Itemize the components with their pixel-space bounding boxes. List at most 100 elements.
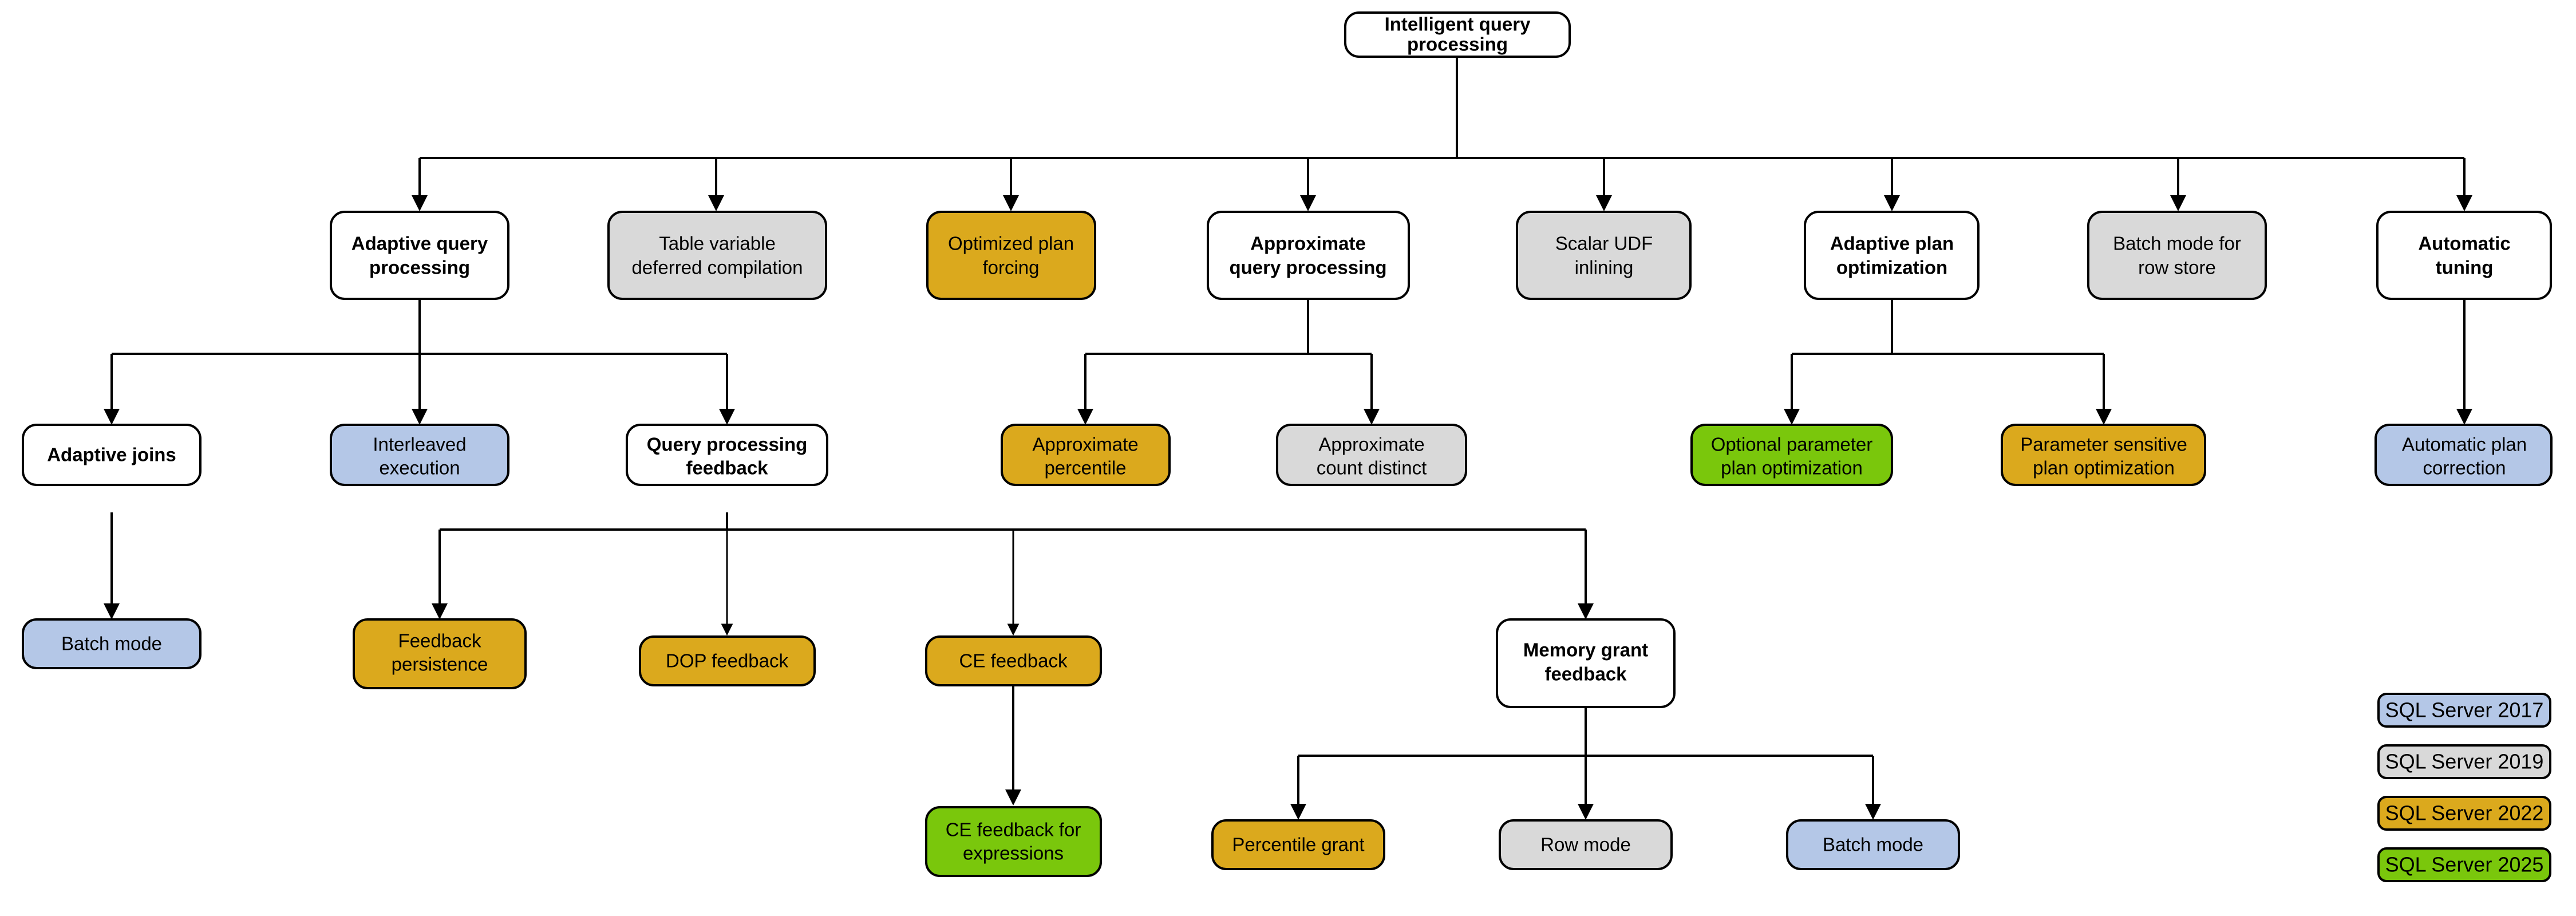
node-shape[interactable] [2376,211,2552,300]
node-shape[interactable] [1344,11,1571,58]
node-shape[interactable] [1207,211,1410,300]
node-label-line1: Adaptive joins [47,444,176,465]
node-label-line2: row store [2138,257,2216,278]
node-shape[interactable] [1690,424,1893,486]
node-label-line1: Interleaved [373,434,466,455]
node-shape[interactable] [1211,819,1385,870]
node-label-line2: processing [369,257,470,278]
node-shape[interactable] [1786,819,1960,870]
node-automatic-tuning[interactable]: Automatic tuning [2376,211,2552,300]
node-dop-feedback[interactable]: DOP feedback [639,635,816,686]
node-optimized-plan-forcing[interactable]: Optimized plan forcing [926,211,1096,300]
node-table-variable-deferred-compilation[interactable]: Table variable deferred compilation [607,211,827,300]
legend-label: SQL Server 2022 [2385,802,2544,825]
connectors-root-to-level1 [412,57,2472,211]
node-approximate-query-processing[interactable]: Approximate query processing [1207,211,1410,300]
node-label-line2: plan optimization [2033,457,2175,479]
node-shape[interactable] [353,618,527,689]
legend-swatch [2377,796,2551,831]
node-shape[interactable] [925,635,1102,686]
node-label-line2: persistence [392,654,488,675]
node-label-line1: Feedback [398,630,481,652]
node-label-line2: optimization [1836,257,1947,278]
node-label-line1: Approximate [1318,434,1424,455]
node-label-line2: correction [2423,457,2506,479]
legend-item-sql-server-2019: SQL Server 2019 [2377,744,2551,779]
node-adaptive-joins[interactable]: Adaptive joins [22,424,202,486]
node-scalar-udf-inlining[interactable]: Scalar UDF inlining [1516,211,1692,300]
node-intelligent-query-processing[interactable]: Intelligent query processing [1344,11,1571,58]
node-label-line2: expressions [963,843,1064,864]
legend-label: SQL Server 2019 [2385,750,2544,773]
node-row-mode[interactable]: Row mode [1499,819,1673,870]
node-batch-mode-memory-grant[interactable]: Batch mode [1786,819,1960,870]
node-shape[interactable] [22,618,202,669]
node-interleaved-execution[interactable]: Interleaved execution [330,424,509,486]
node-label-line1: Percentile grant [1232,834,1364,855]
node-shape[interactable] [2374,424,2553,486]
node-ce-feedback-for-expressions[interactable]: CE feedback for expressions [925,806,1102,877]
node-adaptive-query-processing[interactable]: Adaptive query processing [330,211,509,300]
node-shape[interactable] [1499,819,1673,870]
node-shape[interactable] [639,635,816,686]
node-percentile-grant[interactable]: Percentile grant [1211,819,1385,870]
node-optional-parameter-plan-optimization[interactable]: Optional parameter plan optimization [1690,424,1893,486]
node-approximate-count-distinct[interactable]: Approximate count distinct [1276,424,1467,486]
connectors-approx-children [1077,299,1380,425]
node-label-line2: forcing [982,257,1039,278]
node-label-line1: Query processing [647,434,808,455]
legend-swatch [2377,847,2551,882]
legend-swatch [2377,744,2551,779]
legend-item-sql-server-2022: SQL Server 2022 [2377,796,2551,831]
node-label-line2: plan optimization [1721,457,1863,479]
node-shape[interactable] [330,424,509,486]
legend-item-sql-server-2017: SQL Server 2017 [2377,693,2551,728]
node-shape[interactable] [626,424,828,486]
node-shape[interactable] [22,424,202,486]
node-label-line1: DOP feedback [666,650,789,672]
node-label-line1: Memory grant [1523,639,1648,661]
connectors-qpf-children [432,512,1594,636]
node-memory-grant-feedback[interactable]: Memory grant feedback [1496,618,1676,708]
connectors-mgf-children [1290,707,1881,820]
node-shape[interactable] [1804,211,1980,300]
node-batch-mode-adaptive-joins[interactable]: Batch mode [22,618,202,669]
node-adaptive-plan-optimization[interactable]: Adaptive plan optimization [1804,211,1980,300]
node-shape[interactable] [330,211,509,300]
node-label-line1: Adaptive query [351,233,488,254]
node-shape[interactable] [2001,424,2206,486]
node-label-line1: Automatic plan [2402,434,2527,455]
node-shape[interactable] [925,806,1102,877]
node-label-line2: query processing [1229,257,1386,278]
legend-label: SQL Server 2025 [2385,853,2544,876]
node-shape[interactable] [607,211,827,300]
node-label-line1: Row mode [1540,834,1631,855]
node-ce-feedback[interactable]: CE feedback [925,635,1102,686]
node-label-line1: Parameter sensitive [2020,434,2187,455]
legend: SQL Server 2017 SQL Server 2019 SQL Serv… [2377,693,2551,882]
node-batch-mode-for-row-store[interactable]: Batch mode for row store [2087,211,2267,300]
node-label-line1: Batch mode [61,633,162,654]
node-shape[interactable] [1496,618,1676,708]
node-label-line2: execution [379,457,460,479]
node-label-line2: processing [1407,34,1508,55]
connectors-aqp-children [104,299,735,425]
node-feedback-persistence[interactable]: Feedback persistence [353,618,527,689]
legend-swatch [2377,693,2551,728]
node-shape[interactable] [926,211,1096,300]
node-shape[interactable] [1276,424,1467,486]
node-query-processing-feedback[interactable]: Query processing feedback [626,424,828,486]
node-approximate-percentile[interactable]: Approximate percentile [1001,424,1171,486]
node-label-line1: Automatic [2418,233,2510,254]
node-label-line2: inlining [1575,257,1634,278]
node-parameter-sensitive-plan-optimization[interactable]: Parameter sensitive plan optimization [2001,424,2206,486]
node-automatic-plan-correction[interactable]: Automatic plan correction [2374,424,2553,486]
node-label-line1: Scalar UDF [1555,233,1653,254]
node-shape[interactable] [1516,211,1692,300]
node-label-line2: tuning [2436,257,2494,278]
node-shape[interactable] [2087,211,2267,300]
node-label-line1: Adaptive plan [1830,233,1954,254]
node-shape[interactable] [1001,424,1171,486]
